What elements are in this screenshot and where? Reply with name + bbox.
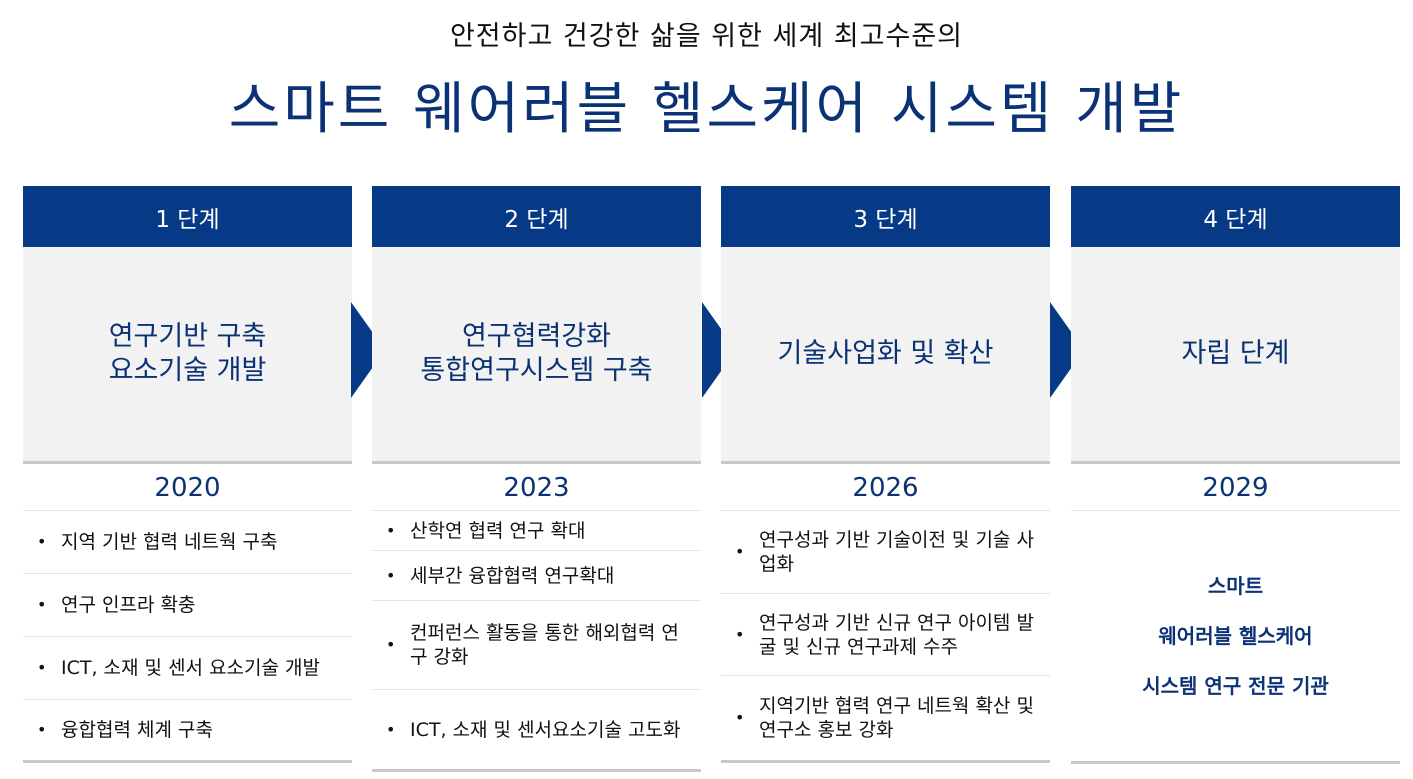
stage-item-list: 지역 기반 협력 네트웍 구축 연구 인프라 확충 ICT, 소재 및 센서 요… [23,511,352,763]
stage-year: 2029 [1071,466,1400,511]
stage-title: 자립 단계 [1182,337,1290,371]
chevron-right-icon [351,302,385,398]
stage-title-line: 자립 단계 [1181,338,1290,369]
stage-label: 2 단계 [372,186,701,247]
list-item: 연구성과 기반 신규 연구 아이템 발굴 및 신규 연구과제 수주 [721,594,1050,676]
stage-item-list: 산학연 협력 연구 확대 세부간 융합협력 연구확대 컨퍼런스 활동을 통한 해… [372,511,701,772]
list-item: 연구성과 기반 기술이전 및 기술 사업화 [721,511,1050,594]
stage-body: 기술사업화 및 확산 [721,247,1050,464]
stage-year: 2020 [23,466,352,511]
list-item: 융합협력 체계 구축 [23,700,352,763]
list-item: 지역기반 협력 연구 네트웍 확산 및 연구소 홍보 강화 [721,676,1050,763]
page-title: 스마트 웨어러블 헬스케어 시스템 개발 [228,77,1185,142]
final-goal-line: 스마트 [1207,574,1264,598]
stage-title-line: 통합연구시스템 구축 [420,355,653,386]
stage-item-list: 연구성과 기반 기술이전 및 기술 사업화 연구성과 기반 신규 연구 아이템 … [721,511,1050,763]
chevron-right-icon [1050,302,1084,398]
list-item: ICT, 소재 및 센서요소기술 고도화 [372,690,701,772]
stage-column-1: 1 단계 연구기반 구축 요소기술 개발 2020 지역 기반 협력 네트웍 구… [23,186,352,776]
list-item: 산학연 협력 연구 확대 [372,511,701,551]
page-subtitle: 안전하고 건강한 삶을 위한 세계 최고수준의 [449,21,964,52]
stage-column-3: 3 단계 기술사업화 및 확산 2026 연구성과 기반 기술이전 및 기술 사… [721,186,1050,776]
stage-title: 연구기반 구축 요소기술 개발 [109,320,267,388]
list-item: 연구 인프라 확충 [23,574,352,637]
stage-title-line: 연구협력강화 [461,321,612,352]
stage-title-line: 기술사업화 및 확산 [777,338,994,369]
stage-title-line: 연구기반 구축 [108,321,267,352]
chevron-right-icon [702,302,736,398]
list-item: ICT, 소재 및 센서 요소기술 개발 [23,637,352,700]
final-goal-line: 웨어러블 헬스케어 [1158,624,1313,648]
stage-label: 3 단계 [721,186,1050,247]
stage-body: 자립 단계 [1071,247,1400,464]
list-item: 컨퍼런스 활동을 통한 해외협력 연구 강화 [372,601,701,690]
list-item: 세부간 융합협력 연구확대 [372,551,701,601]
list-item: 지역 기반 협력 네트웍 구축 [23,511,352,574]
stage-title: 기술사업화 및 확산 [778,337,994,371]
stage-year: 2026 [721,466,1050,511]
final-goal-line: 시스템 연구 전문 기관 [1142,674,1329,698]
final-goal: 스마트 웨어러블 헬스케어 시스템 연구 전문 기관 [1071,511,1400,764]
stage-title: 연구협력강화 통합연구시스템 구축 [420,320,652,388]
stage-body: 연구협력강화 통합연구시스템 구축 [372,247,701,464]
stage-label: 4 단계 [1071,186,1400,247]
stage-year: 2023 [372,466,701,511]
stage-title-line: 요소기술 개발 [108,355,267,386]
stage-label: 1 단계 [23,186,352,247]
stage-column-4: 4 단계 자립 단계 2029 스마트 웨어러블 헬스케어 시스템 연구 전문 … [1071,186,1400,776]
stage-body: 연구기반 구축 요소기술 개발 [23,247,352,464]
stage-column-2: 2 단계 연구협력강화 통합연구시스템 구축 2023 산학연 협력 연구 확대… [372,186,701,776]
